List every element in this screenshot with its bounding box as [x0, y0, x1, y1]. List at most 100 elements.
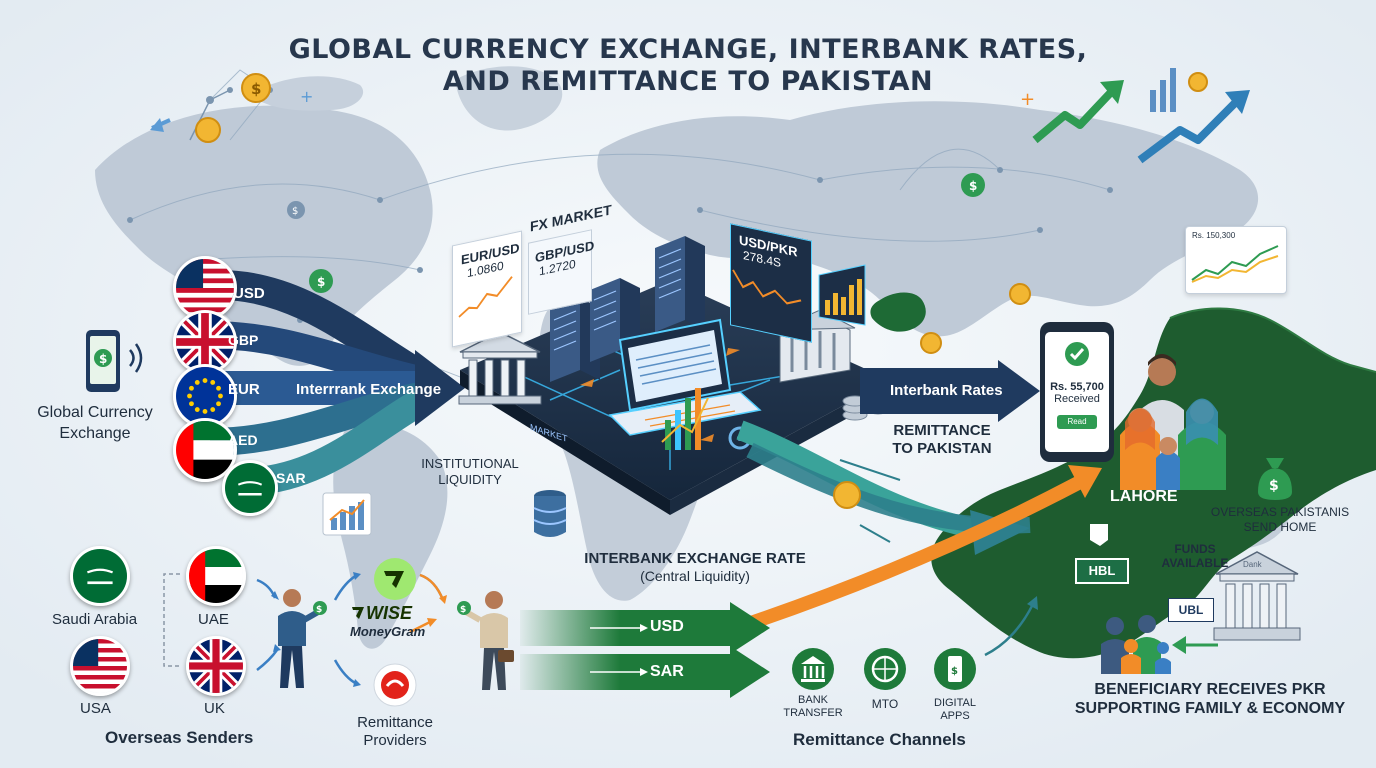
svg-text:$: $ [317, 275, 325, 289]
eur-usd-card: EUR/USD 1.0860 [452, 230, 522, 348]
bank-transfer-line1: BANK [798, 694, 828, 706]
lahore-label: LAHORE [1110, 488, 1178, 505]
hbl-badge: HBL [1075, 558, 1129, 584]
growth-arrow-icon: + [1020, 68, 1250, 164]
bank-transfer-icon [792, 648, 834, 690]
sar-flow-arrow [520, 646, 770, 698]
bank-transfer-label: BANK TRANSFER [778, 694, 848, 720]
svg-text:+: + [1020, 89, 1035, 110]
interbank-rate-title: INTERBANK EXCHANGE RATE [584, 550, 806, 567]
svg-text:$: $ [251, 80, 261, 98]
wise-logo-icon [374, 558, 416, 600]
global-currency-line1: Global Currency [37, 404, 153, 421]
hbl-logo-icon [1090, 524, 1108, 546]
usd-pkr-card: USD/PKR 278.4S [730, 223, 812, 343]
svg-text:$: $ [460, 605, 466, 615]
remittance-phone: Rs. 55,700 Received Read [1040, 322, 1114, 462]
svg-text:$: $ [292, 206, 298, 217]
bank-transfer-line2: TRANSFER [783, 707, 843, 719]
coin-icon: $ [287, 201, 305, 219]
bank-icon [1213, 551, 1301, 641]
pkr-line-chart [1191, 245, 1279, 283]
database-icon [533, 490, 567, 537]
arrow-to-beneficiary [1172, 636, 1218, 654]
currency-gbp-label: GBP [228, 332, 259, 348]
beneficiary-family-icon [1101, 615, 1171, 674]
pkr-chart-card: Rs. 150,300 [1185, 226, 1287, 294]
coin-icon [920, 332, 942, 354]
check-icon [1065, 342, 1089, 366]
bank-building-label: Dank [1243, 560, 1262, 569]
currency-eur-label: EUR [228, 381, 260, 398]
flow-usd-label: USD [650, 618, 684, 635]
sender-flow-arrows [256, 572, 447, 687]
sender-uae-label: UAE [198, 611, 229, 628]
usd-pkr-sparkline [732, 269, 802, 305]
mto-icon [864, 648, 906, 690]
usd-flow-arrow [520, 602, 770, 654]
phone-icon: $ [86, 330, 143, 392]
flag-usa [173, 256, 237, 320]
interbank-exchange-arrow-label: Interrrank Exchange [296, 381, 442, 398]
phone-amount: Rs. 55,700 [1050, 381, 1104, 393]
beneficiary-label: BENEFICIARY RECEIVES PKR SUPPORTING FAMI… [1050, 680, 1370, 718]
remittance-to-pakistan-label: REMITTANCE TO PAKISTAN [872, 422, 1012, 458]
svg-text:$: $ [951, 666, 958, 677]
ubl-badge: UBL [1168, 598, 1214, 622]
funds-line1: FUNDS [1174, 542, 1216, 556]
svg-text:$: $ [1269, 478, 1279, 494]
global-currency-line2: Exchange [59, 425, 131, 442]
person-icon: $ [278, 589, 327, 688]
remittance-channels-label: Remittance Channels [793, 730, 966, 749]
providers-line2: Providers [363, 732, 427, 749]
providers-line1: Remittance [357, 714, 433, 731]
coin-icon: $ [309, 269, 333, 293]
usd-pkr-bar-chart [818, 264, 866, 326]
wise-label: WISE [366, 603, 413, 623]
sender-uk-label: UK [204, 700, 225, 717]
coin-icon [833, 481, 861, 509]
remit-line2: TO PAKISTAN [892, 440, 992, 457]
phone-read-button[interactable]: Read [1057, 415, 1097, 429]
svg-text:+: + [300, 87, 313, 106]
currency-aed-label: AED [228, 432, 258, 448]
phone-status: Received [1054, 393, 1100, 405]
person-icon: $ [457, 591, 514, 690]
gbp-usd-card: GBP/USD 1.2720 [528, 229, 594, 315]
currency-usd-label: USD [233, 285, 265, 302]
sender-saudi-label: Saudi Arabia [52, 611, 138, 628]
interbank-rates-label: Interbank Rates [890, 382, 1003, 399]
flow-sar-label: SAR [650, 663, 684, 680]
coin-icon [1009, 283, 1031, 305]
bank-icon [458, 331, 542, 405]
mto-label: MTO [871, 697, 899, 711]
remittance-providers-label: Remittance Providers [330, 714, 460, 750]
coin-icon [1188, 72, 1208, 92]
institutional-liquidity-label: INSTITUTIONAL LIQUIDITY [410, 456, 530, 488]
money-bag-icon: $ [1258, 458, 1292, 500]
digital-apps-icon: $ [934, 648, 976, 690]
interbank-rates-arrow [860, 360, 1040, 422]
overseas-line2: SEND HOME [1243, 520, 1317, 534]
flag-saudi-sender [70, 546, 130, 606]
moneygram-logo-icon [373, 663, 417, 707]
digital-apps-line2: APPS [940, 710, 970, 722]
beneficiary-line2: SUPPORTING FAMILY & ECONOMY [1074, 700, 1346, 717]
svg-text:$: $ [99, 352, 107, 366]
family-icon [1120, 354, 1226, 490]
sender-usa-label: USA [80, 700, 111, 717]
flag-eu [173, 364, 237, 428]
channel-up-arrow [984, 596, 1038, 657]
svg-text:$: $ [316, 605, 322, 615]
institutional-line1: INSTITUTIONAL [421, 456, 519, 471]
overseas-line1: OVERSEAS PAKISTANIS [1210, 505, 1350, 519]
overseas-pakistanis-label: OVERSEAS PAKISTANIS SEND HOME [1190, 505, 1370, 535]
sender-bracket [163, 573, 180, 667]
bar-chart-icon [322, 492, 372, 536]
coin-icon: $ + [150, 73, 313, 143]
svg-text:$: $ [969, 179, 977, 193]
global-currency-label: Global Currency Exchange [20, 402, 170, 444]
ubl-label: UBL [1178, 603, 1204, 617]
funds-available-label: FUNDS AVAILABLE [1150, 542, 1240, 570]
